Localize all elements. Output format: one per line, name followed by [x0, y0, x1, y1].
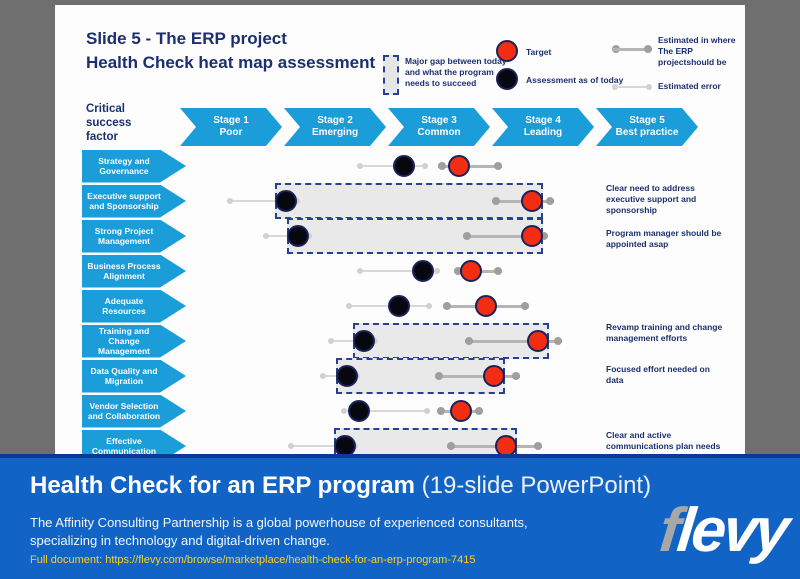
today-dot	[353, 330, 376, 352]
factor-label: Strong Project Management	[94, 226, 154, 246]
factor-arrow: Business Process Alignment	[82, 255, 186, 288]
annotation-note: Clear and active communications plan nee…	[606, 430, 721, 455]
target-dot	[474, 295, 497, 317]
stage-desc: Emerging	[311, 127, 359, 138]
stage-name: Stage 1	[213, 114, 249, 126]
flevy-logo-rest: levy	[673, 496, 790, 565]
target-dot	[526, 330, 549, 352]
full-document-link[interactable]: Full document: https://flevy.com/browse/…	[30, 554, 476, 566]
factor-arrow: Training and Change Management	[82, 325, 186, 358]
annotation-note: Clear need to address executive support …	[606, 183, 697, 215]
today-dot	[275, 190, 298, 212]
factor-arrow: Data Quality and Migration	[82, 360, 186, 393]
gap-box-legend-label: Major gap between today and what the pro…	[405, 56, 507, 88]
annotation-note: Focused effort needed on data	[606, 364, 710, 385]
today-dot	[347, 400, 370, 422]
factor-label: Data Quality and Migration	[90, 366, 158, 386]
slide-title-line2: Health Check heat map assessment	[86, 53, 376, 72]
factor-arrow: Effective Communication	[82, 430, 186, 456]
target-error-line	[464, 337, 562, 345]
today-dot	[286, 225, 309, 247]
estimated-error-legend-label: Estimated error	[658, 81, 721, 91]
factor-arrow: Executive support and Sponsorship	[82, 185, 186, 218]
today-legend-label: Assessment as of today	[526, 75, 624, 85]
factor-label: Strategy and Governance	[98, 156, 150, 176]
stage-name: Stage 2	[317, 114, 353, 126]
target-dot	[520, 190, 543, 212]
stage-desc: Poor	[219, 127, 243, 138]
slide-title-line1: Slide 5 - The ERP project	[86, 29, 287, 48]
line-endpoint-icon	[644, 45, 652, 53]
today-dot	[412, 260, 435, 282]
stage-name: Stage 4	[525, 114, 561, 126]
line-endpoint-icon	[646, 84, 652, 90]
today-error-line	[356, 268, 440, 274]
gap-box	[334, 428, 517, 455]
stage-desc: Best practice	[615, 127, 679, 138]
target-error-line	[462, 232, 549, 240]
factor-label: Executive support and Sponsorship	[87, 191, 161, 211]
factor-label: Adequate Resources	[102, 296, 146, 316]
factor-arrow: Strong Project Management	[82, 220, 186, 253]
target-dot	[494, 435, 517, 455]
stage-desc: Common	[417, 127, 461, 138]
factor-arrow: Adequate Resources	[82, 290, 186, 323]
target-dot	[520, 225, 543, 247]
estimated-error-legend-line	[612, 83, 652, 91]
stage-desc: Leading	[523, 127, 563, 138]
factor-label: Business Process Alignment	[87, 261, 161, 281]
document-title-suffix: (19-slide PowerPoint)	[414, 472, 652, 499]
annotation-note: Program manager should be appointed asap	[606, 228, 722, 249]
target-error-line	[437, 162, 503, 170]
factor-label: Training and Change Management	[98, 326, 150, 356]
annotation-note: Revamp training and change management ef…	[606, 322, 723, 343]
target-error-legend-line	[612, 45, 652, 53]
stage-name: Stage 3	[421, 114, 457, 126]
publisher-description: The Affinity Consulting Partnership is a…	[30, 515, 528, 548]
flevy-banner: Health Check for an ERP program (19-slid…	[0, 454, 800, 579]
slide-canvas: Slide 5 - The ERP project Health Check h…	[55, 5, 745, 455]
slide-title: Slide 5 - The ERP project Health Check h…	[86, 27, 375, 75]
today-error-line	[341, 408, 430, 414]
factor-arrow: Strategy and Governance	[82, 150, 186, 183]
target-error-legend-label: Estimated in where The ERP projectshould…	[658, 35, 736, 67]
today-error-line	[356, 163, 428, 169]
today-dot	[334, 435, 357, 455]
factor-arrow: Vendor Selection and Collaboration	[82, 395, 186, 428]
target-dot	[449, 400, 472, 422]
target-dot	[483, 365, 506, 387]
today-dot	[392, 155, 415, 177]
critical-success-factor-header: Critical success factor	[86, 103, 132, 143]
today-dot	[336, 365, 359, 387]
flevy-logo: flevy	[656, 496, 790, 565]
factor-label: Effective Communication	[91, 436, 157, 455]
document-title: Health Check for an ERP program (19-slid…	[30, 472, 651, 500]
target-dot	[447, 155, 470, 177]
factor-label: Vendor Selection and Collaboration	[87, 401, 161, 421]
target-dot	[460, 260, 483, 282]
stage-name: Stage 5	[629, 114, 665, 126]
gap-box-legend-swatch	[383, 55, 399, 95]
target-legend-dot	[496, 40, 518, 62]
today-legend-dot	[496, 68, 518, 90]
target-error-line	[434, 372, 521, 380]
today-dot	[388, 295, 411, 317]
document-title-main: Health Check for an ERP program	[30, 472, 415, 499]
target-legend-label: Target	[526, 47, 552, 57]
